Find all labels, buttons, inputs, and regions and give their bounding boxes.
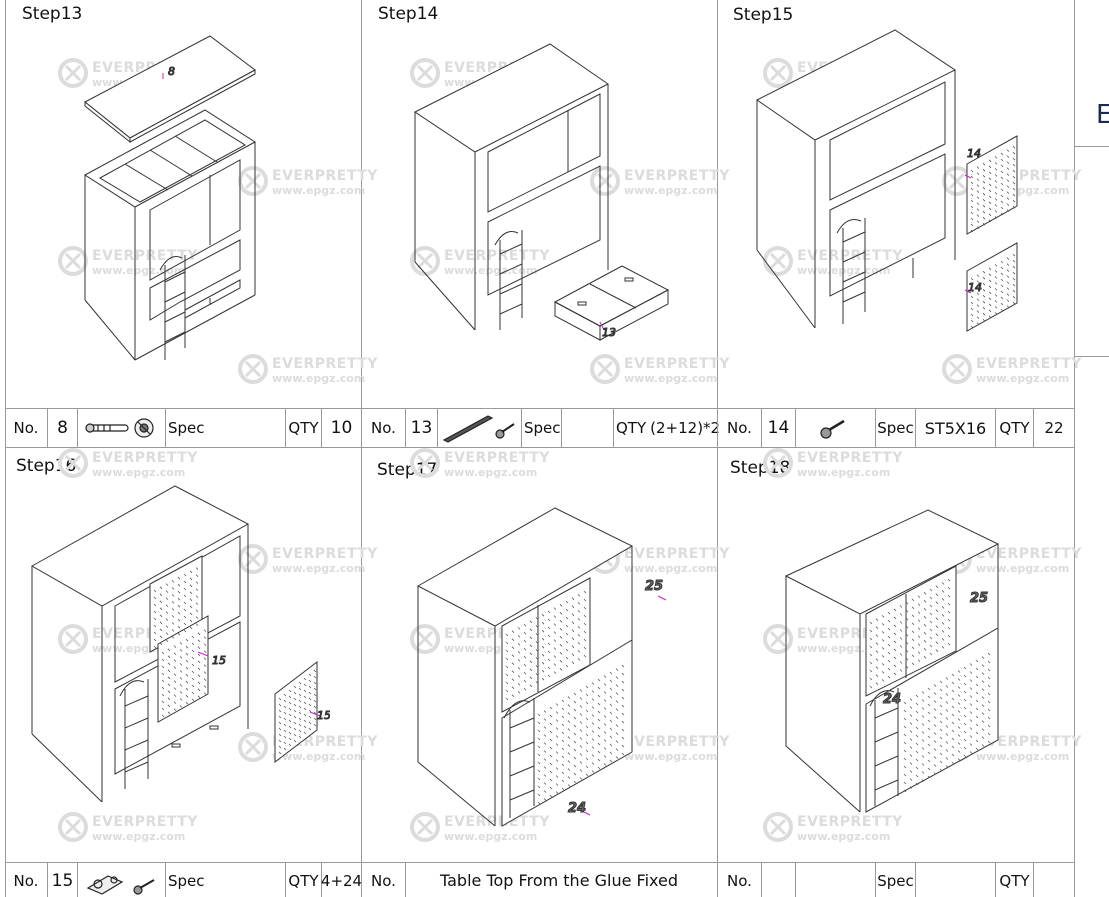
svg-text:13: 13 <box>602 326 616 339</box>
step17-wardrobe-diagram: 25 24 <box>416 507 667 827</box>
svg-text:14: 14 <box>968 281 982 294</box>
no-label: No. <box>361 863 405 897</box>
step14-qty: QTY(2+12)*2 <box>613 409 721 447</box>
svg-text:8: 8 <box>168 65 175 78</box>
step14-spec-value <box>561 409 613 447</box>
step17-note: Table Top From the Glue Fixed <box>405 863 717 897</box>
step13-title: Step13 <box>22 4 83 24</box>
step18-spec-value <box>915 863 995 897</box>
screw-icon <box>133 878 155 895</box>
column-divider-3 <box>1074 0 1075 897</box>
column-divider-1 <box>361 0 362 897</box>
step16-part-no: 15 <box>47 863 77 897</box>
strip-line-1 <box>1074 146 1109 147</box>
step13-qty-value: 10 <box>321 409 361 447</box>
step18-title: Step18 <box>730 458 791 478</box>
step14-part-no: 13 <box>405 409 437 447</box>
cam-bolt-icon <box>85 423 129 433</box>
step13-part-icons <box>77 409 165 447</box>
no-label: No. <box>717 409 761 447</box>
step16-spec-label: Spec <box>165 863 285 897</box>
svg-text:15: 15 <box>317 709 330 722</box>
watermark-logo-icon <box>942 354 972 384</box>
step15-title: Step15 <box>733 5 794 25</box>
no-label: No. <box>13 419 39 437</box>
svg-text:24: 24 <box>568 801 586 816</box>
step15-qty-value: 22 <box>1033 409 1074 447</box>
step14-qty-label: QTY <box>616 419 647 437</box>
step13-qty-label: QTY <box>285 409 321 447</box>
step13-spec-label: Spec <box>165 409 285 447</box>
step14-wardrobe-diagram: 13 <box>414 43 670 341</box>
step14-spec-label: Spec <box>521 409 561 447</box>
no-label: No. <box>13 871 39 890</box>
step17-title: Step17 <box>377 460 438 480</box>
step14-qty-value: (2+12)*2 <box>650 419 721 437</box>
svg-text:25: 25 <box>645 579 663 594</box>
step18-part-no <box>761 863 795 897</box>
step14-title: Step14 <box>378 4 439 24</box>
step18-spec-label: Spec <box>875 863 915 897</box>
step15-part-no: 14 <box>761 409 795 447</box>
step15-qty-label: QTY <box>995 409 1033 447</box>
right-strip-letter: E <box>1096 100 1109 130</box>
screw-icon <box>495 423 515 439</box>
step16-wardrobe-diagram: 15 15 <box>30 485 330 803</box>
parts-table-row-1: No. 8 Spec QTY 10 No. 13 Spec QTY(2+12)*… <box>5 408 1074 448</box>
step18-qty-label: QTY <box>995 863 1033 897</box>
step14-part-icons <box>437 409 521 447</box>
step13-wardrobe-diagram: 8 <box>84 35 256 361</box>
drawer-slide-icon <box>442 415 494 443</box>
step16-title: Step16 <box>16 456 77 476</box>
screw-icon <box>820 419 845 439</box>
step15-spec-label: Spec <box>875 409 915 447</box>
step15-wardrobe-diagram: 14 14 <box>756 29 1018 332</box>
svg-text:15: 15 <box>212 654 226 667</box>
step16-qty-label: QTY <box>285 863 321 897</box>
step15-spec-value: ST5X16 <box>915 409 995 447</box>
watermark-logo-icon <box>590 354 620 384</box>
no-label: No. <box>361 409 405 447</box>
step16-qty-value: 4+24 <box>321 863 362 897</box>
cam-lock-icon <box>134 418 154 438</box>
step18-part-icons <box>795 863 875 897</box>
frame-left-line <box>5 0 6 897</box>
svg-text:25: 25 <box>970 591 988 606</box>
strip-line-2 <box>1074 356 1109 357</box>
svg-text:14: 14 <box>967 147 981 160</box>
column-divider-2 <box>717 0 718 897</box>
parts-table-row-2: No. 15 Spec QTY 4+24 No. Table Top From … <box>5 862 1074 897</box>
no-label: No. <box>717 863 761 897</box>
step15-part-icons <box>795 409 875 447</box>
hinge-icon <box>86 874 124 895</box>
step18-wardrobe-diagram: 25 24 <box>784 509 1000 813</box>
step13-part-no: 8 <box>47 409 77 447</box>
svg-text:24: 24 <box>883 692 901 707</box>
step18-qty-value <box>1033 863 1074 897</box>
step16-part-icons <box>77 863 165 897</box>
watermark-logo-icon <box>58 812 88 842</box>
